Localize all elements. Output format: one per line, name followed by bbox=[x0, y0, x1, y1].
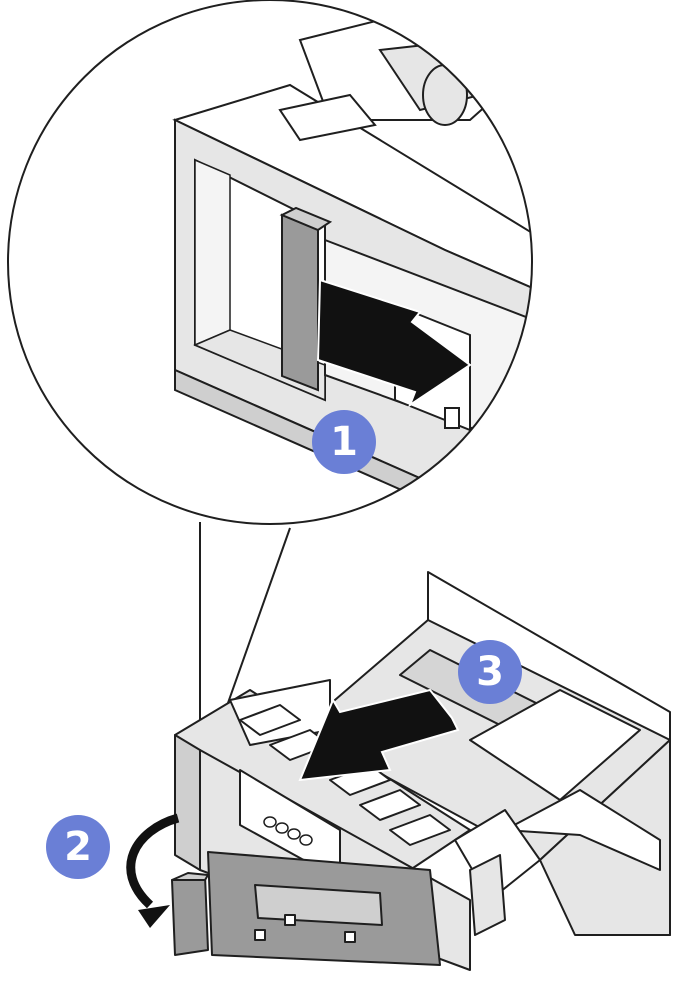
hot-swap-drive bbox=[171, 679, 541, 971]
zoom-circle-outline bbox=[7, 0, 533, 525]
step-2-badge: 2 bbox=[46, 815, 110, 879]
release-latch bbox=[281, 213, 319, 392]
latch-spring bbox=[263, 816, 313, 846]
arrow-step-1 bbox=[316, 278, 472, 408]
arrow-step-3 bbox=[298, 688, 460, 782]
step-1-badge: 1 bbox=[312, 410, 376, 474]
step-3-badge: 3 bbox=[458, 640, 522, 704]
zoom-detail-latch bbox=[172, 8, 532, 524]
arrow-step-2 bbox=[126, 813, 180, 928]
handle-tab bbox=[171, 874, 209, 956]
